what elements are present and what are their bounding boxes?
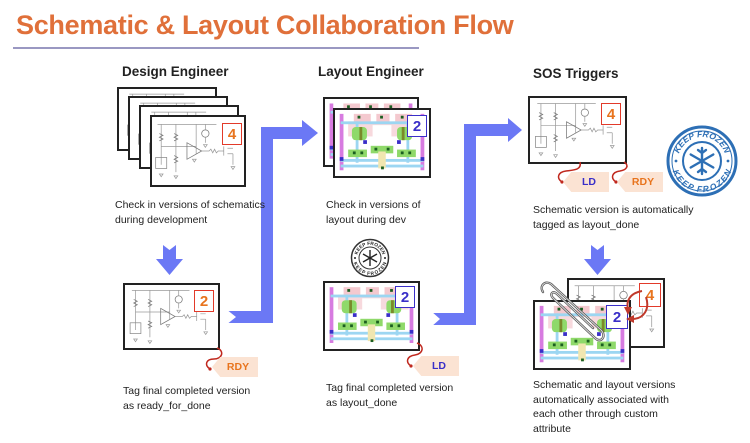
elbow-arrow-1-head xyxy=(302,120,318,146)
keep-frozen-stamp-large: KEEP FROZEN KEEP FROZEN xyxy=(666,125,738,197)
tag-ld: LD xyxy=(413,356,459,376)
version-badge: 2 xyxy=(194,290,214,312)
schematic-card-front: 4 xyxy=(150,115,246,187)
tag-rdy: RDY xyxy=(212,357,258,377)
version-badge-layout: 2 xyxy=(606,305,628,329)
version-badge: 4 xyxy=(601,103,621,125)
caption-check-in-schematics: Check in versions of schematics during d… xyxy=(115,199,265,226)
schematic-card-ready: 2 xyxy=(123,283,220,350)
exchange-arrows-icon xyxy=(624,290,649,323)
paperclip-icon xyxy=(540,281,605,342)
tag-string-icon xyxy=(557,161,582,184)
tag-string-icon xyxy=(406,342,423,368)
tag-ld: LD xyxy=(563,172,609,192)
keep-frozen-stamp-small: KEEP FROZEN KEEP FROZEN xyxy=(350,238,390,278)
down-arrow-2 xyxy=(584,245,611,275)
caption-check-in-layout: Check in versions of layout during dev xyxy=(326,199,421,226)
column-heading-design-engineer: Design Engineer xyxy=(122,64,229,79)
down-arrow-2-notch xyxy=(591,245,604,250)
down-arrow-1-notch xyxy=(163,245,176,250)
version-badge: 2 xyxy=(395,286,415,308)
version-badge-schematic: 4 xyxy=(639,283,661,307)
elbow-arrow-2-tail xyxy=(431,311,440,327)
down-arrow-1 xyxy=(156,245,183,275)
version-badge: 2 xyxy=(407,115,427,137)
caption-association: Schematic and layout versions automatica… xyxy=(533,379,676,435)
layout-card-done: 2 xyxy=(323,281,420,351)
caption-tag-layout-done: Tag final completed version as layout_do… xyxy=(326,382,454,409)
caption-tag-ready: Tag final completed version as ready_for… xyxy=(123,385,251,412)
tag-string-icon xyxy=(205,347,223,371)
page-title: Schematic & Layout Collaboration Flow xyxy=(16,10,514,40)
column-heading-layout-engineer: Layout Engineer xyxy=(318,64,424,79)
column-heading-sos-triggers: SOS Triggers xyxy=(533,66,619,81)
caption-auto-tag: Schematic version is automatically tagge… xyxy=(533,204,694,231)
tag-string-icon xyxy=(611,161,628,184)
tag-rdy: RDY xyxy=(617,172,663,192)
version-badge: 4 xyxy=(222,123,242,145)
keep-frozen-stamp-icon: KEEP FROZEN KEEP FROZEN xyxy=(666,125,738,197)
title-underline xyxy=(13,47,419,49)
layout-card-front: 2 xyxy=(333,108,431,178)
elbow-arrow-2-head xyxy=(508,118,522,142)
keep-frozen-stamp-icon: KEEP FROZEN KEEP FROZEN xyxy=(350,238,390,278)
schematic-card-sos: 4 xyxy=(528,96,627,164)
elbow-arrow-1-tail xyxy=(226,309,236,325)
